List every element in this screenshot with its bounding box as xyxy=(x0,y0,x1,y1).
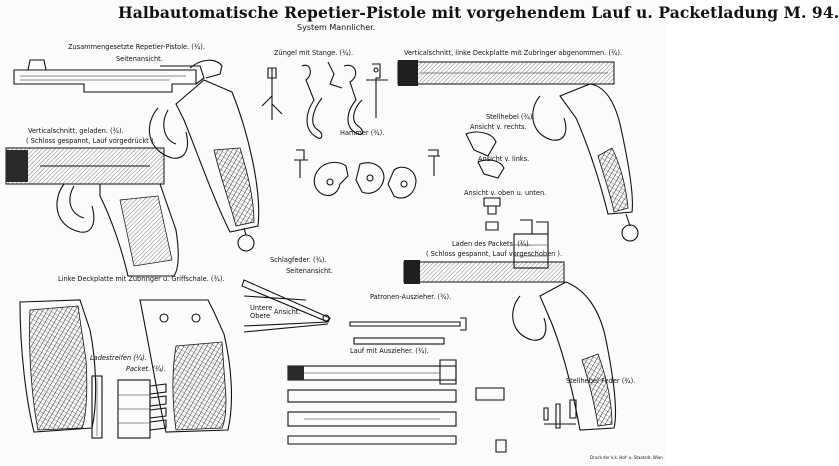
caption-stop-spring: Stellhebel-Feder (¾). xyxy=(566,377,636,385)
packet-being-loaded xyxy=(513,219,549,269)
caption-lower: Untere xyxy=(250,304,273,312)
caption-assembled: Zusammengesetzte Repetier-Pistole. (¾). xyxy=(68,43,205,51)
caption-assembled-view: Seitenansicht. xyxy=(116,55,163,63)
caption-strip: Ladestreifen (¾). xyxy=(90,354,147,362)
caption-section-loaded: Verticalschnitt, geladen. (¾). xyxy=(28,127,124,135)
extractor-and-barrel xyxy=(287,317,507,453)
caption-section-loaded-note: ( Schloss gespannt, Lauf vorgedrückt ). xyxy=(26,137,156,145)
caption-view-right: Ansicht v. rechts. xyxy=(470,123,527,131)
pistol-section-cover-removed xyxy=(397,60,639,242)
trigger-parts xyxy=(261,61,388,139)
drawings xyxy=(5,59,639,453)
pistol-section-loaded xyxy=(5,147,179,277)
caption-section-cover: Verticalschnitt, linke Deckplatte mit Zu… xyxy=(404,49,623,57)
caption-left-plate: Linke Deckplatte mit Zubringer u. Griffs… xyxy=(58,275,225,283)
caption-barrel: Lauf mit Auszieher. (¾). xyxy=(350,347,429,355)
printer-imprint: Druck der k.k. Hof- u. Staatsdr. Wien xyxy=(590,455,663,460)
left-cover-plate xyxy=(19,299,233,433)
stop-lever-views xyxy=(465,131,505,231)
caption-view-left: Ansicht v. links. xyxy=(478,155,530,163)
technical-sheet: Halbautomatische Repetier-Pistole mit vo… xyxy=(5,4,839,460)
caption-loading-note: ( Schloss gespannt, Lauf vorgeschoben ). xyxy=(426,250,563,258)
caption-view: Ansicht. xyxy=(274,308,301,316)
pistol-loading-packet xyxy=(403,219,617,431)
loading-strip-and-packet xyxy=(91,375,167,439)
caption-view-top-bottom: Ansicht v. oben u. unten. xyxy=(464,189,547,197)
caption-packet: Packet. (¾). xyxy=(126,365,166,373)
cartridge-packet xyxy=(117,379,167,439)
sheet-subtitle: System Mannlicher. xyxy=(297,23,376,32)
caption-stop-lever: Stellhebel (¾). xyxy=(486,113,535,121)
stop-lever-spring xyxy=(543,399,577,429)
caption-loading: Laden des Packets. (¾). xyxy=(452,240,531,248)
caption-extractor: Patronen-Auszieher. (¾). xyxy=(370,293,452,301)
caption-trigger: Züngel mit Stange. (¾). xyxy=(274,49,354,57)
sheet-title: Halbautomatische Repetier-Pistole mit vo… xyxy=(118,3,839,22)
mainspring xyxy=(241,279,331,333)
caption-upper: Obere xyxy=(250,312,271,320)
caption-mainspring-view: Seitenansicht. xyxy=(286,267,333,275)
caption-mainspring: Schlagfeder. (¾). xyxy=(270,256,327,264)
hammer-parts xyxy=(294,149,440,199)
pistol-side-view xyxy=(13,59,260,252)
caption-hammer: Hammer (¾). xyxy=(340,129,385,137)
